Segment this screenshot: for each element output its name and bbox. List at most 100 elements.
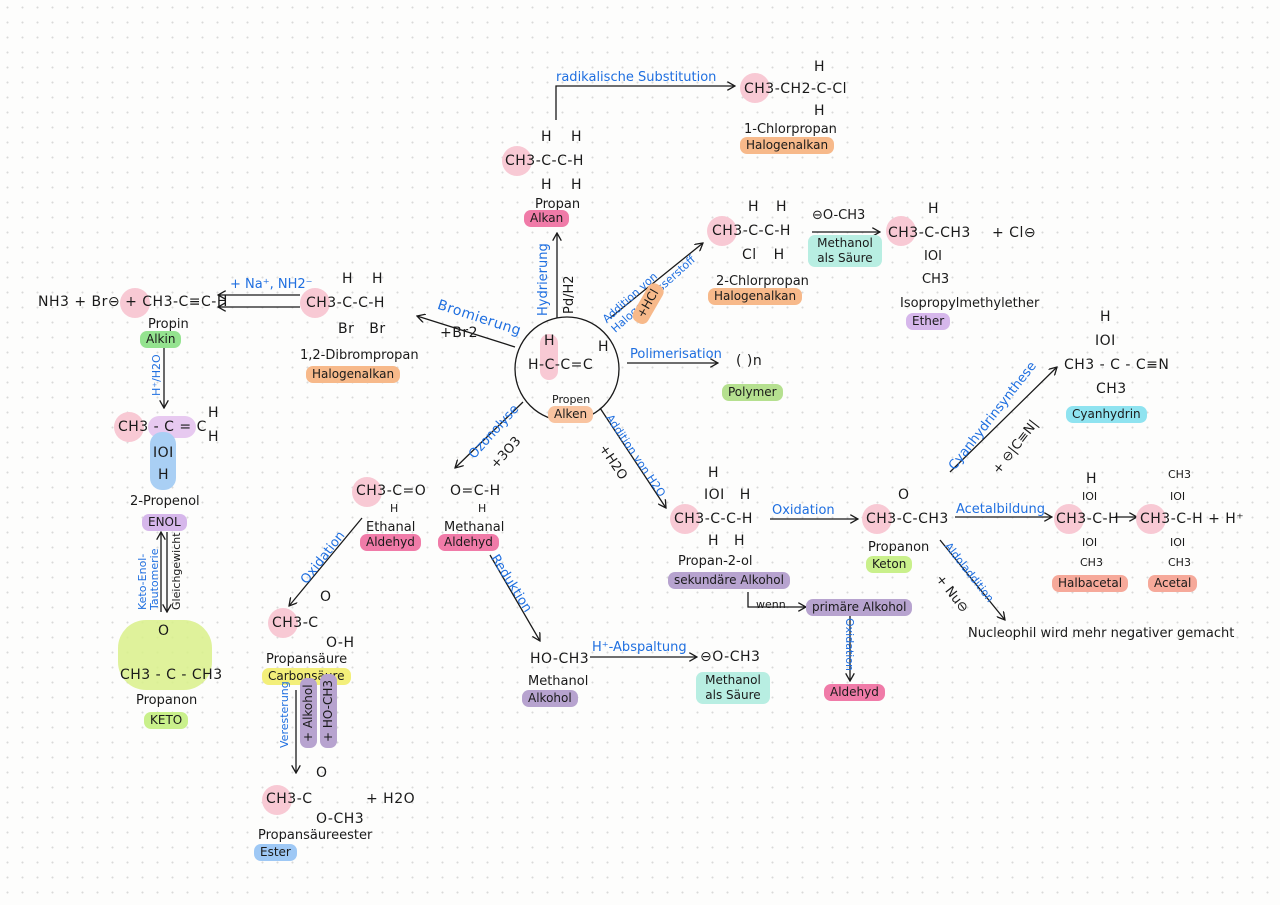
halbacetal-o2: IOI <box>1082 536 1098 549</box>
propenol-formula: CH3 - C = C <box>118 419 207 435</box>
acetal-ch3: CH3 <box>1168 556 1191 569</box>
chlorpropan1-name: 1-Chlorpropan <box>744 122 837 137</box>
polymer-formula: ( )n <box>736 353 763 369</box>
methanol-formula: HO-CH3 <box>530 651 590 667</box>
ester-och3: O-CH3 <box>316 811 365 827</box>
cyanhydrin-oh: IOI <box>1095 333 1116 349</box>
propan-h-top: H H <box>541 129 583 145</box>
methanolat2-formula: ⊖O-CH3 <box>700 649 761 665</box>
label-substitution: radikalische Substitution <box>556 70 717 85</box>
label-hoch3-tag: + HO-CH3 <box>320 673 337 748</box>
propan2ol-h-bottom: H H <box>708 533 746 549</box>
methanolat-note: Methanol als Säure <box>808 235 882 267</box>
saeure-formula: CH3-C <box>272 615 319 631</box>
propan2ol-class: sekundäre Alkohol <box>668 572 790 589</box>
halbacetal-ch3: CH3 <box>1080 556 1103 569</box>
arrow-wenn <box>747 592 806 607</box>
ester-o: O <box>316 765 328 781</box>
label-veresterung: Veresterung <box>278 681 291 748</box>
ether-class: Ether <box>906 313 951 330</box>
chlorpropan2-h-top: H H <box>748 199 788 215</box>
acetal-formula: CH3-C-H + H⁺ <box>1140 511 1245 527</box>
highlight-ch3 <box>1136 504 1166 534</box>
arrow-cyanhydrin <box>949 367 1057 473</box>
label-na: + Na⁺, NH2⁻ <box>230 277 313 292</box>
keto-class: KETO <box>144 712 189 729</box>
highlight-ch3 <box>886 216 916 246</box>
propenol-h2: H <box>208 429 220 445</box>
acetal-o1: IOI <box>1170 490 1186 503</box>
dibrom-h-bottom: Br Br <box>338 321 386 337</box>
keto-formula: CH3 - C - CH3 <box>120 667 223 683</box>
methanal-name: Methanal <box>444 520 505 535</box>
chlorpropan1-formula: CH3-CH2-C-Cl <box>744 81 848 97</box>
highlight-oh <box>150 432 176 490</box>
tautomerie-line2: Tautomerie <box>148 548 161 610</box>
propan-formula: CH3-C-C-H <box>505 153 584 169</box>
methanol-name: Methanol <box>528 674 589 689</box>
cyanhydrin-class: Cyanhydrin <box>1066 406 1147 423</box>
highlight-ch3 <box>120 288 150 318</box>
halbacetal-formula: CH3-C-H <box>1056 511 1120 527</box>
ethanal-h: H <box>390 502 399 515</box>
wenn-label: wenn <box>756 598 786 611</box>
propan-class: Alkan <box>524 210 570 227</box>
saeure-o: O <box>320 589 332 605</box>
propin-name: Propin <box>148 317 189 332</box>
ether-plus: + Cl⊖ <box>992 225 1037 241</box>
propen-name: Propen <box>552 393 591 406</box>
methanol-class: Alkohol <box>522 690 578 707</box>
halbacetal-class: Halbacetal <box>1052 575 1129 592</box>
propen-h-right: H <box>598 339 610 355</box>
label-hydrierung: Hydrierung <box>536 243 551 316</box>
highlight-ch3 <box>300 288 330 318</box>
propan2ol-name: Propan-2-ol <box>678 554 753 569</box>
highlight-keto <box>118 620 212 690</box>
propin-class: Alkin <box>140 331 182 348</box>
nucleophil-note: Nucleophil wird mehr negativer gemacht <box>968 626 1235 641</box>
highlight-c <box>540 334 558 380</box>
propen-formula: H-C-C=C <box>528 357 594 373</box>
arrow-bromierung <box>417 316 516 348</box>
keton-name: Propanon <box>868 540 930 555</box>
highlight-ch3 <box>862 504 892 534</box>
label-h-abspaltung: H⁺-Abspaltung <box>592 640 687 655</box>
arrow-addition-h2o <box>599 407 666 508</box>
keton-formula: CH3-C-CH3 <box>866 511 949 527</box>
ester-plus: + H2O <box>366 791 416 807</box>
arrow-substitution <box>555 86 735 120</box>
highlight-ch3 <box>707 216 737 246</box>
highlight-ch3 <box>352 477 382 507</box>
keton-class: Keton <box>866 556 913 573</box>
propan-name: Propan <box>535 197 581 212</box>
keton-o: O <box>898 487 910 503</box>
chlorpropan1-h-top: H <box>814 59 826 75</box>
arrow-oxidation-acid <box>289 517 363 606</box>
dibrom-h-top: H H <box>342 271 384 287</box>
ester-formula: CH3-C <box>266 791 313 807</box>
propenol-name: 2-Propenol <box>130 494 200 509</box>
arrow-addition-hcl <box>609 243 703 319</box>
propenol-h1: H <box>208 405 220 421</box>
dibrom-name: 1,2-Dibrompropan <box>300 348 419 363</box>
chlorpropan1-class: Halogenalkan <box>740 137 835 154</box>
chlorpropan2-h-bottom: Cl H <box>742 247 785 263</box>
ethanal-name: Ethanal <box>366 520 416 535</box>
label-alkohol-tag: + Alkohol <box>300 678 317 748</box>
propin-formula: NH3 + Br⊖ + CH3-C≡C-H <box>38 294 228 310</box>
methanolat-formula: ⊖O-CH3 <box>812 208 866 223</box>
arrow-ozonolyse <box>455 401 524 468</box>
highlight-ch3 <box>670 504 700 534</box>
highlight-ch3 <box>262 785 292 815</box>
label-polimerisation: Polimerisation <box>630 347 722 362</box>
ethanal-class: Aldehyd <box>360 534 421 551</box>
acetal-ch3top: CH3 <box>1168 468 1191 481</box>
propenol-class: ENOL <box>142 514 187 531</box>
dibrom-class: Halogenalkan <box>306 366 401 383</box>
label-br2: +Br2 <box>440 325 478 341</box>
ether-h-top: H <box>928 201 940 217</box>
highlight-ch3 <box>1054 504 1084 534</box>
keto-name: Propanon <box>136 693 198 708</box>
polymer-class: Polymer <box>722 384 783 401</box>
